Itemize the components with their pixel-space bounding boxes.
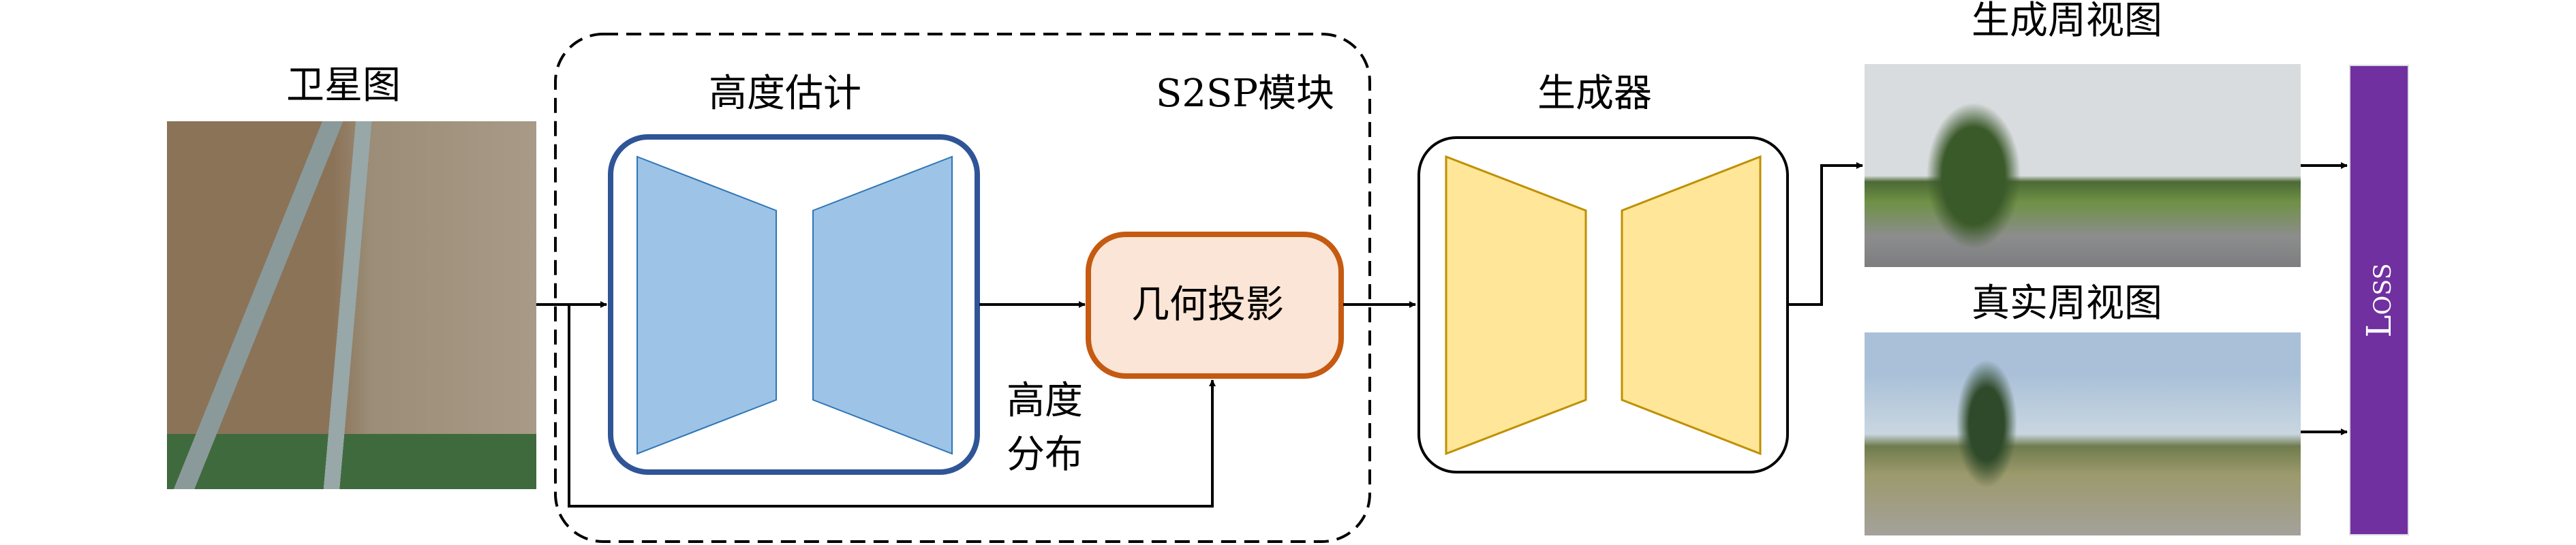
loss-label: Loss: [2359, 262, 2399, 338]
height-estimation-label: 高度估计: [709, 72, 861, 116]
projection-label: 几何投影: [1131, 283, 1284, 327]
satellite-label: 卫星图: [286, 63, 401, 108]
module-label: S2SP模块: [1156, 72, 1335, 116]
generated-view-label: 生成周视图: [1972, 0, 2162, 43]
height-distribution-label-1: 高度: [1007, 379, 1083, 423]
satellite-image: [167, 121, 536, 489]
real-panorama-image: [1865, 332, 2301, 535]
real-view-label: 真实周视图: [1972, 281, 2162, 326]
height-encoder: [637, 155, 777, 455]
s2sp-module-dashed-box: [554, 33, 1371, 543]
arrow-generator-to-output: [1789, 162, 1863, 306]
generated-panorama-image: [1865, 64, 2301, 267]
generator-label: 生成器: [1537, 72, 1652, 116]
generator-encoder: [1445, 155, 1587, 456]
height-decoder: [812, 155, 953, 455]
generator-decoder: [1621, 155, 1762, 456]
height-distribution-label-2: 分布: [1007, 433, 1083, 477]
projection-box: [1086, 232, 1344, 379]
arrow-skip-to-projection: [568, 305, 1216, 508]
loss-block: Loss: [2349, 65, 2409, 535]
